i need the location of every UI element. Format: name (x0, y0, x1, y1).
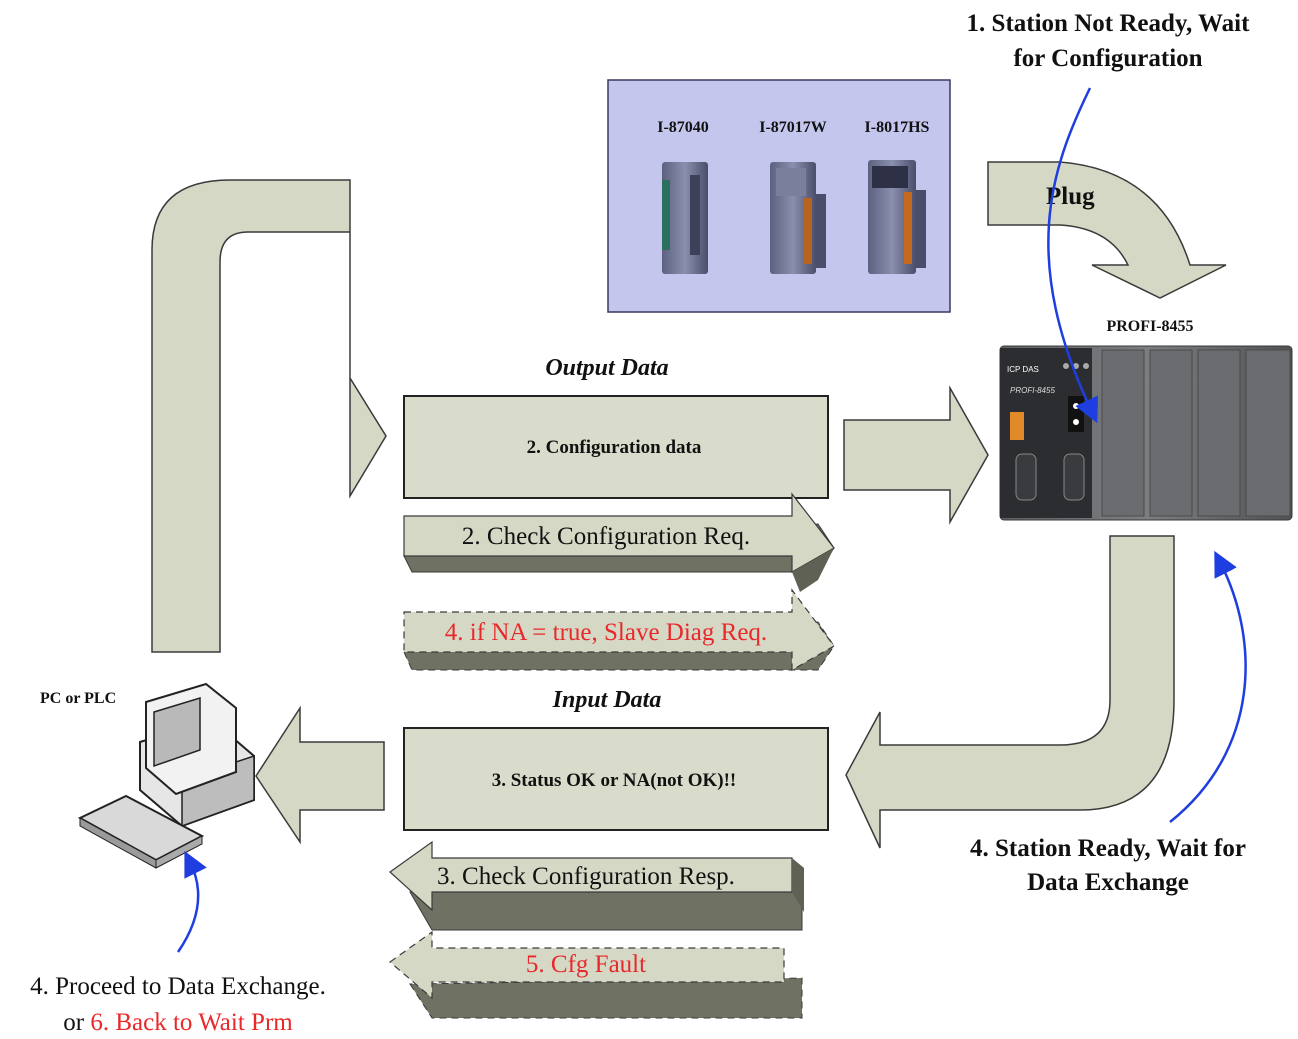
proceed-line2: or 6. Back to Wait Prm (63, 1009, 293, 1036)
status-not-ready-line1: 1. Station Not Ready, Wait (967, 10, 1251, 37)
io-module-panel: I-87040 I-87017W I-8017HS (607, 79, 951, 313)
pc-to-output-arrow (151, 179, 387, 653)
check-config-resp-arrow (389, 840, 804, 931)
check-config-req-label: 2. Check Configuration Req. (462, 523, 750, 550)
proceed-line2-red: 6. Back to Wait Prm (90, 1009, 293, 1036)
input-heading: Input Data (552, 687, 662, 713)
module-label-3: I-8017HS (865, 119, 930, 136)
blue-arrow-not-ready (1047, 87, 1098, 424)
check-config-resp-label: 3. Check Configuration Resp. (437, 863, 735, 890)
proceed-line2-prefix: or (63, 1009, 90, 1036)
status-ready-line1: 4. Station Ready, Wait for (970, 835, 1246, 862)
blue-arrow-ready (1169, 550, 1247, 823)
output-heading: Output Data (545, 355, 668, 381)
module-label-1: I-87040 (657, 119, 709, 136)
plug-arrow (987, 161, 1227, 299)
module-label-2: I-87017W (759, 119, 827, 136)
slave-diag-req-arrow (403, 588, 835, 672)
status-ready-line2: Data Exchange (1027, 869, 1189, 896)
status-not-ready-line2: for Configuration (1013, 45, 1202, 72)
blue-arrow-proceed (176, 850, 207, 953)
cfg-fault-label: 5. Cfg Fault (526, 951, 646, 978)
pc-computer-icon (77, 682, 255, 869)
device-label: PROFI-8455 (1106, 318, 1193, 335)
module-i87017w-image (770, 162, 826, 274)
configuration-data-label: 2. Configuration data (527, 437, 702, 458)
configuration-data-box (403, 395, 829, 499)
device-brand: ICP DAS (1007, 365, 1039, 374)
status-ok-box (403, 727, 829, 831)
module-i87040-image (662, 162, 708, 274)
input-to-pc-arrow (255, 705, 385, 845)
device-to-input-arrow (845, 535, 1175, 849)
cfg-fault-arrow (389, 930, 803, 1019)
check-config-req-arrow (403, 492, 835, 592)
slave-diag-req-label: 4. if NA = true, Slave Diag Req. (445, 619, 767, 646)
module-i8017hs-image (868, 160, 926, 274)
device-model-face: PROFI-8455 (1010, 386, 1055, 395)
pc-label: PC or PLC (40, 690, 116, 707)
output-to-device-arrow (843, 385, 989, 525)
status-ok-label: 3. Status OK or NA(not OK)!! (492, 770, 737, 791)
proceed-line1: 4. Proceed to Data Exchange. (30, 973, 326, 1000)
profi-8455-device: ICP DAS PROFI-8455 (999, 345, 1293, 521)
